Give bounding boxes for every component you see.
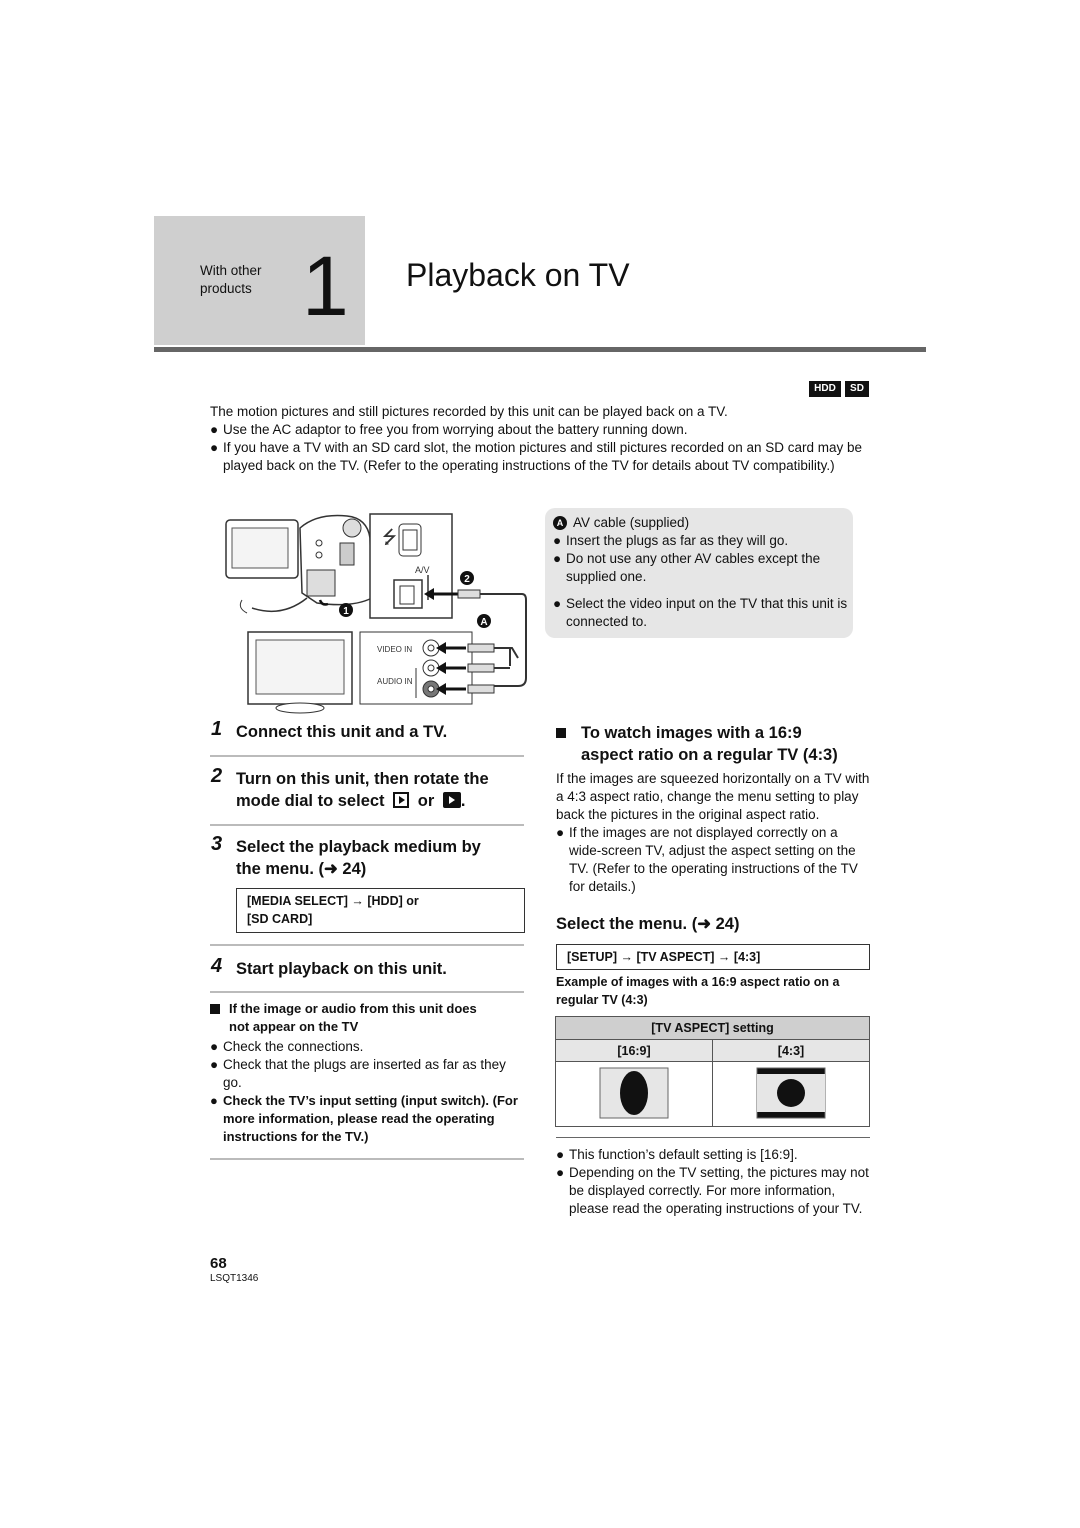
intro-bullet: ●Use the AC adaptor to free you from wor… bbox=[210, 422, 688, 437]
note-bullet: ●Depending on the TV setting, the pictur… bbox=[556, 1165, 869, 1216]
svg-text:A: A bbox=[480, 617, 487, 628]
page-number: 68 bbox=[210, 1255, 227, 1272]
step-text: Turn on this unit, then rotate the mode … bbox=[236, 770, 489, 810]
connection-diagram: ⭍ A/V 2 1 A VIDEO IN AUDIO IN bbox=[225, 513, 527, 714]
section-label: With other products bbox=[200, 263, 262, 296]
marker-2-icon bbox=[460, 571, 474, 585]
table-col-4-3: [4:3] bbox=[712, 1039, 870, 1062]
cable-bullet: ●Select the video input on the TV that t… bbox=[553, 596, 848, 629]
menu-path-box: [MEDIA SELECT] → [HDD] or [SD CARD] bbox=[236, 888, 525, 933]
document-code: LSQT1346 bbox=[210, 1273, 259, 1284]
marker-a-icon: A bbox=[553, 516, 567, 531]
sd-badge: SD bbox=[845, 381, 869, 397]
playback-mode-icon bbox=[393, 792, 410, 808]
divider bbox=[210, 1158, 524, 1160]
open-cover-arrow-icon bbox=[318, 599, 329, 606]
step-number: 3 bbox=[211, 833, 223, 855]
trouble-list: ●Check the connections. ●Check that the … bbox=[210, 1038, 524, 1146]
select-menu-heading: Select the menu. (➜ 24) bbox=[556, 915, 740, 933]
step-text: Connect this unit and a TV. bbox=[236, 723, 448, 741]
table-col-16-9: [16:9] bbox=[555, 1039, 713, 1062]
aspect-heading: To watch images with a 16:9 aspect ratio… bbox=[556, 722, 876, 766]
cable-bullet: ●Insert the plugs as far as they will go… bbox=[553, 533, 789, 548]
svg-text:1: 1 bbox=[343, 606, 349, 617]
hdd-badge: HDD bbox=[809, 381, 841, 397]
table-header: [TV ASPECT] setting bbox=[555, 1016, 870, 1040]
aspect-body: If the images are squeezed horizontally … bbox=[556, 771, 870, 894]
page-title: Playback on TV bbox=[406, 257, 630, 293]
usb-icon: ⭍ bbox=[382, 527, 397, 548]
trouble-heading: If the image or audio from this unit doe… bbox=[210, 1000, 524, 1036]
marker-a-icon bbox=[477, 614, 491, 628]
intro-block: The motion pictures and still pictures r… bbox=[210, 403, 880, 475]
example-caption: Example of images with a 16:9 aspect rat… bbox=[556, 975, 840, 1007]
chapter-tab bbox=[154, 216, 365, 345]
chapter-number: 1 bbox=[302, 239, 349, 333]
cable-info-box bbox=[545, 508, 853, 638]
step-number: 1 bbox=[211, 718, 223, 740]
svg-text:A/V: A/V bbox=[415, 565, 430, 575]
picture-playback-mode-icon bbox=[442, 792, 461, 808]
trouble-bullet: ●Check the connections. bbox=[210, 1039, 364, 1054]
step-number: 2 bbox=[211, 765, 223, 787]
letterbox-preview bbox=[712, 1061, 870, 1127]
squeezed-preview bbox=[555, 1061, 713, 1127]
letterbox-image-icon bbox=[756, 1067, 826, 1118]
trouble-bullet: ●Check the TV’s input setting (input swi… bbox=[210, 1093, 518, 1144]
aspect-notes: ●This function’s default setting is [16:… bbox=[556, 1146, 870, 1218]
squeezed-image-icon bbox=[599, 1067, 669, 1118]
marker-1-icon bbox=[339, 603, 353, 617]
divider bbox=[210, 755, 524, 757]
step-number: 4 bbox=[211, 955, 223, 977]
svg-text:2: 2 bbox=[464, 574, 470, 585]
svg-text:VIDEO IN: VIDEO IN bbox=[377, 645, 412, 654]
header-divider bbox=[154, 347, 926, 352]
divider bbox=[210, 991, 524, 993]
step-text: Start playback on this unit. bbox=[236, 960, 447, 978]
menu-path-box: [SETUP] → [TV ASPECT] → [4:3] bbox=[556, 944, 870, 970]
aspect-bullet: ●If the images are not displayed correct… bbox=[556, 825, 858, 894]
divider bbox=[556, 1137, 870, 1138]
trouble-bullet: ●Check that the plugs are inserted as fa… bbox=[210, 1057, 506, 1090]
divider bbox=[210, 824, 524, 826]
note-bullet: ●This function’s default setting is [16:… bbox=[556, 1147, 798, 1162]
intro-bullet: ●If you have a TV with an SD card slot, … bbox=[210, 440, 863, 473]
svg-text:AUDIO IN: AUDIO IN bbox=[377, 677, 413, 686]
aspect-table: [TV ASPECT] setting [16:9] [4:3] bbox=[555, 1016, 870, 1127]
step-text: Select the playback medium by the menu. … bbox=[236, 838, 481, 878]
cable-bullet: ●Do not use any other AV cables except t… bbox=[553, 551, 821, 584]
divider bbox=[210, 944, 524, 946]
intro-text: The motion pictures and still pictures r… bbox=[210, 404, 728, 419]
